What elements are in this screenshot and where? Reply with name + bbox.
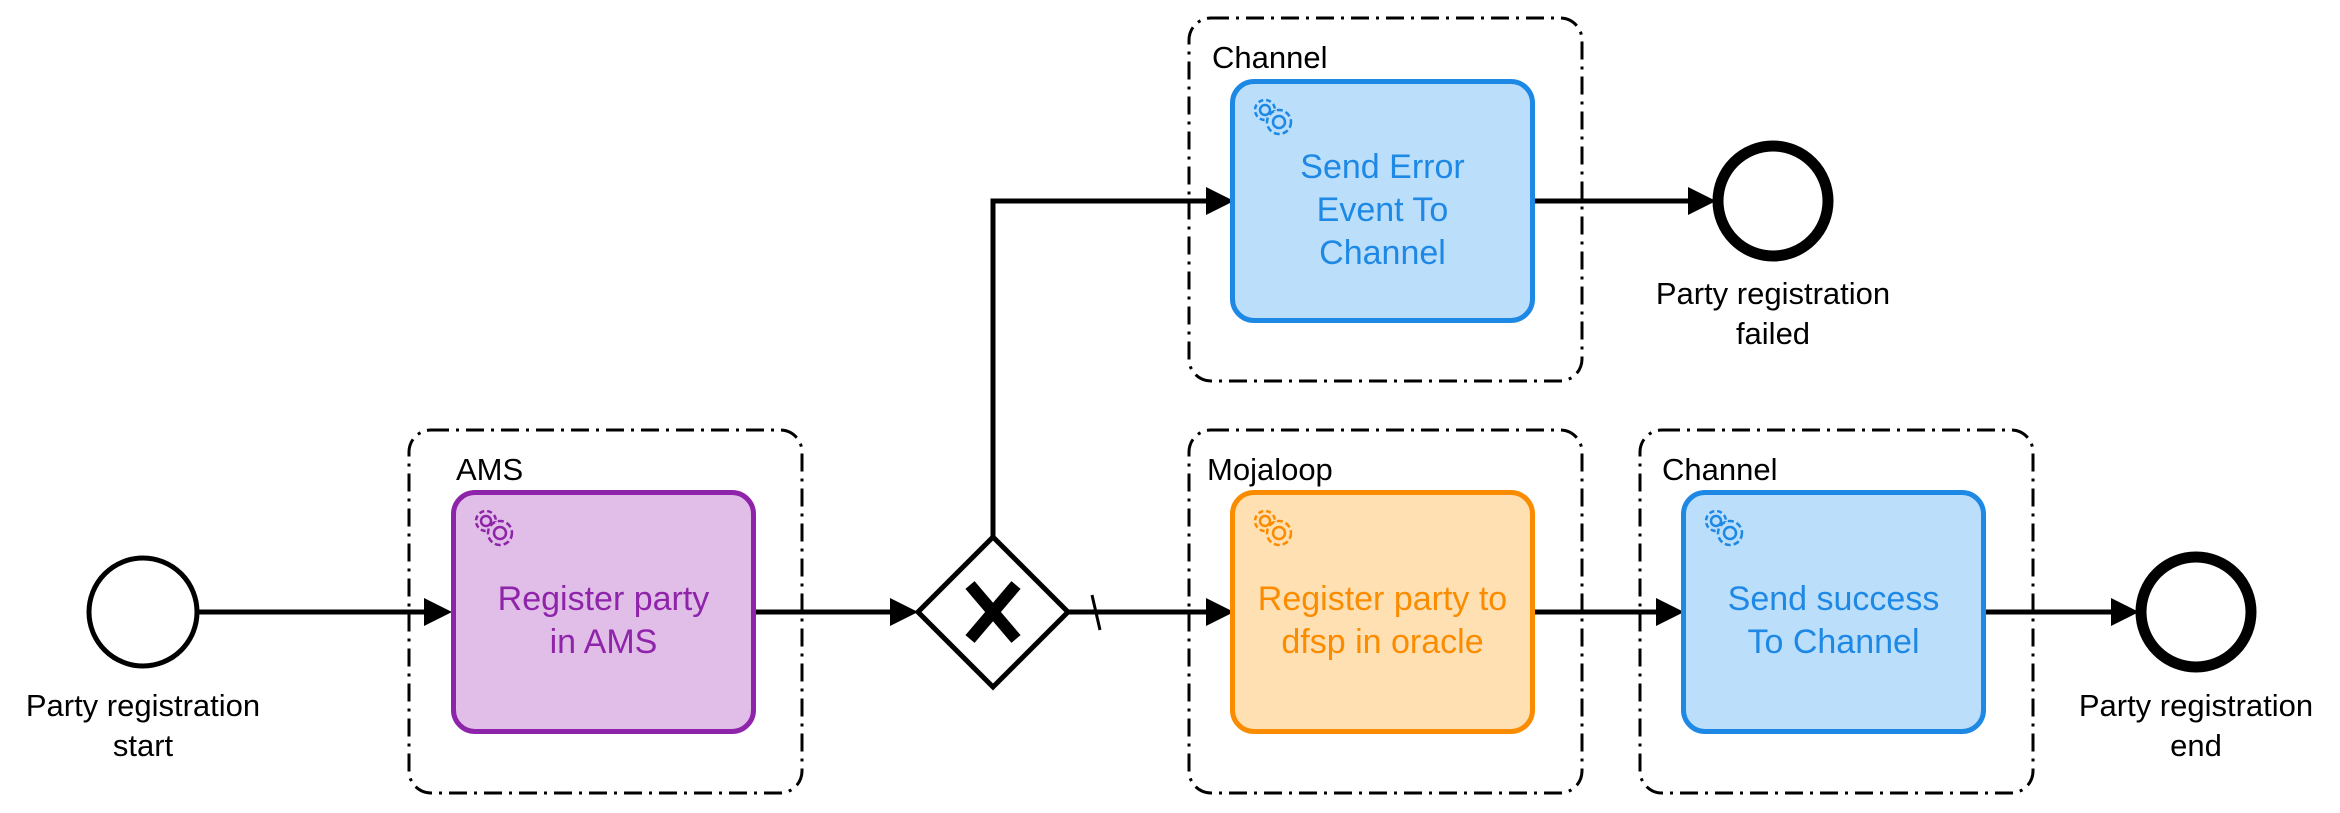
lane-label-mojaloop: Mojaloop bbox=[1207, 452, 1333, 487]
flow-gateway-to-error bbox=[990, 198, 1210, 537]
arrowhead-icon bbox=[1206, 598, 1234, 626]
end-event-label: Party registration end bbox=[2078, 688, 2314, 763]
task-label: Send Error Event To Channel bbox=[1300, 147, 1465, 272]
task-label: Register party to dfsp in oracle bbox=[1257, 580, 1508, 661]
arrowhead-icon bbox=[890, 598, 918, 626]
arrowhead-icon bbox=[1206, 187, 1234, 215]
arrowhead-icon bbox=[424, 598, 452, 626]
gear-icon bbox=[1253, 98, 1293, 136]
task-label: Register party in AMS bbox=[497, 580, 710, 661]
gateway-x-icon bbox=[965, 581, 1021, 643]
default-flow-marker bbox=[1090, 594, 1102, 631]
failed-event-label: Party registration failed bbox=[1655, 276, 1891, 351]
task-register-party-oracle[interactable]: Register party to dfsp in oracle bbox=[1230, 490, 1535, 734]
arrowhead-icon bbox=[1656, 598, 1684, 626]
task-register-party-ams[interactable]: Register party in AMS bbox=[451, 490, 756, 734]
lane-label-channel-top: Channel bbox=[1212, 40, 1328, 75]
lane-label-ams: AMS bbox=[456, 452, 524, 487]
start-event[interactable] bbox=[86, 555, 200, 669]
start-event-label: Party registration start bbox=[25, 688, 261, 763]
task-label: Send success To Channel bbox=[1727, 580, 1940, 661]
end-event[interactable] bbox=[2135, 551, 2257, 673]
failed-end-event[interactable] bbox=[1712, 140, 1834, 262]
gear-icon bbox=[1253, 509, 1293, 547]
task-send-success[interactable]: Send success To Channel bbox=[1681, 490, 1986, 734]
arrowhead-icon bbox=[2111, 598, 2139, 626]
task-send-error-event[interactable]: Send Error Event To Channel bbox=[1230, 79, 1535, 323]
gear-icon bbox=[474, 509, 514, 547]
lane-label-channel-bottom: Channel bbox=[1662, 452, 1778, 487]
arrowhead-icon bbox=[1688, 187, 1716, 215]
gear-icon bbox=[1704, 509, 1744, 547]
